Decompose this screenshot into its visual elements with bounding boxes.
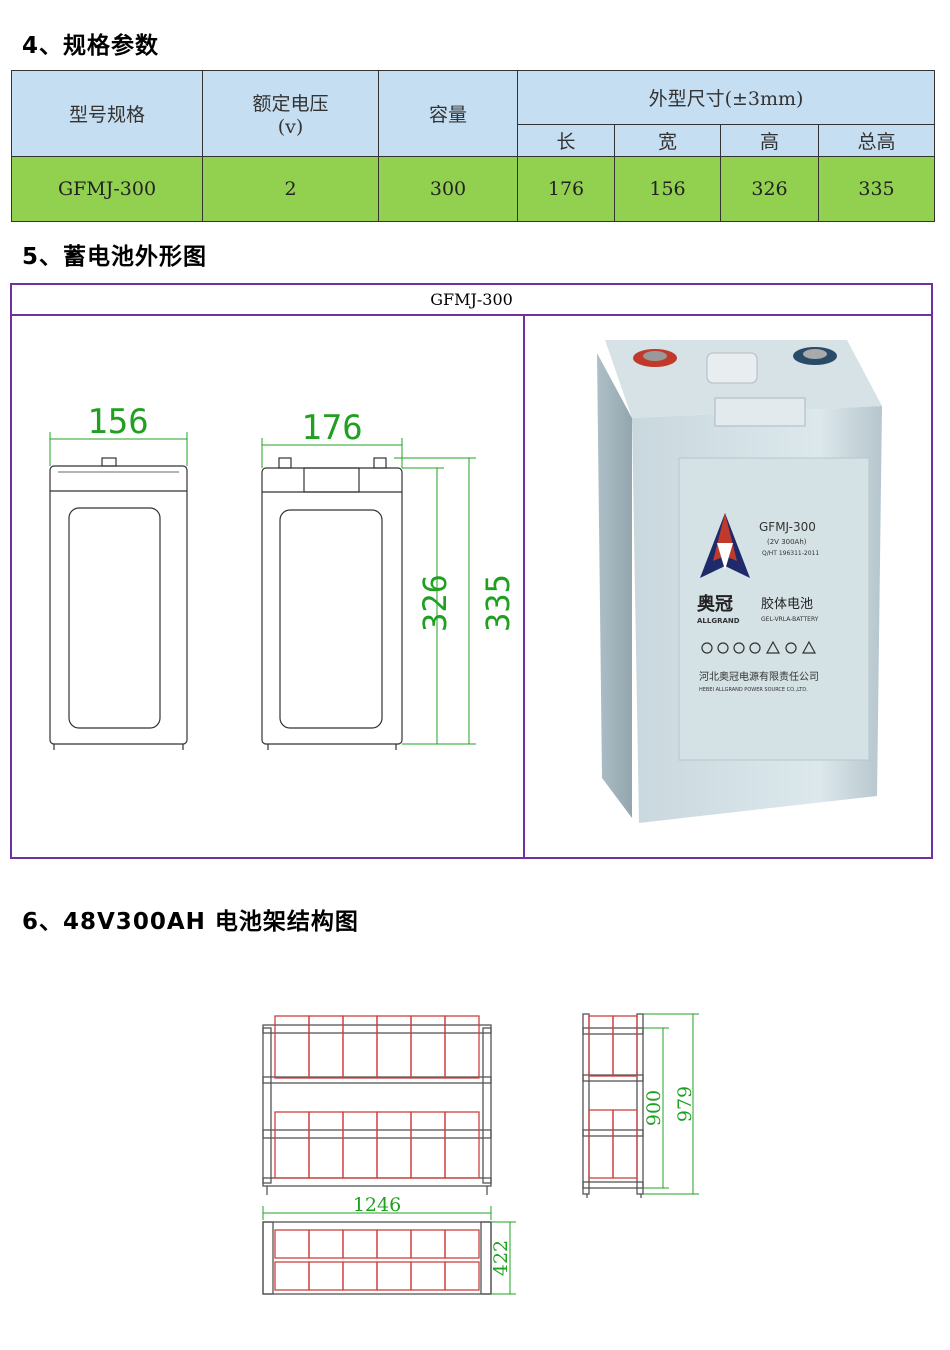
- rack-battery-cell-top: [308, 1229, 344, 1259]
- rack-battery-cell: [444, 1111, 480, 1179]
- outline-heading: 5、蓄电池外形图: [22, 244, 208, 270]
- rack-inner-height-label: 900: [643, 1090, 665, 1126]
- rack-battery-cell-top: [444, 1229, 480, 1259]
- cell-model: GFMJ-300: [11, 156, 203, 222]
- rack-dimension-lines: [262, 1013, 699, 1295]
- rack-length-label: 1246: [353, 1194, 401, 1216]
- rack-top-cells: [274, 1229, 480, 1291]
- rack-top-view: [262, 1221, 492, 1295]
- frame-divider: [523, 316, 525, 857]
- handle-recess: [714, 397, 806, 427]
- dim-height-label: 326: [416, 574, 454, 632]
- header-width: 宽: [614, 124, 721, 157]
- rack-side-cells: [588, 1015, 638, 1179]
- dim-length-label: 176: [301, 408, 362, 448]
- spec-table: 型号规格 额定电压 (v) 容量 外型尺寸(±3mm) 长 宽 高 总高 GFM…: [11, 70, 935, 222]
- dim-width-label: 156: [87, 402, 148, 442]
- header-voltage: 额定电压 (v): [202, 70, 379, 157]
- cell-length: 176: [517, 156, 615, 222]
- cell-total-height: 335: [818, 156, 935, 222]
- photo-brand-cn: 奥冠: [697, 593, 733, 615]
- photo-company-cn: 河北奥冠电源有限责任公司: [699, 670, 819, 683]
- rack-battery-cell-top: [410, 1261, 446, 1291]
- battery-photo: GFMJ-300 (2V 300Ah) Q/HT 196311-2011 奥冠 …: [597, 340, 882, 823]
- rack-total-height-label: 979: [674, 1086, 696, 1122]
- safety-symbols-icon: [701, 640, 817, 654]
- rack-battery-cell-top: [342, 1229, 378, 1259]
- header-voltage-label: 额定电压: [252, 93, 329, 115]
- header-total-height: 总高: [818, 124, 935, 157]
- rack-battery-cell-top: [274, 1229, 310, 1259]
- negative-terminal-bolt: [803, 349, 827, 359]
- rack-battery-cell: [274, 1111, 310, 1179]
- rack-diagram: 1246 900 979 422: [262, 1013, 699, 1295]
- rack-battery-cell-top: [410, 1229, 446, 1259]
- header-length: 长: [517, 124, 615, 157]
- table-row: GFMJ-300 2 300 176 156 326 335: [11, 156, 935, 222]
- rack-battery-cell-top: [274, 1261, 310, 1291]
- photo-standard: Q/HT 196311-2011: [762, 550, 819, 557]
- photo-model: GFMJ-300: [759, 520, 816, 534]
- header-capacity: 容量: [378, 70, 518, 157]
- header-dimensions: 外型尺寸(±3mm): [517, 70, 935, 125]
- rack-battery-cell-top: [342, 1261, 378, 1291]
- front-view: [261, 457, 403, 750]
- photo-product-cn: 胶体电池: [761, 596, 813, 612]
- rack-battery-cell: [410, 1111, 446, 1179]
- header-model: 型号规格: [11, 70, 203, 157]
- header-height: 高: [720, 124, 819, 157]
- rack-heading: 6、48V300AH 电池架结构图: [22, 909, 359, 935]
- header-voltage-unit: (v): [277, 116, 304, 138]
- cell-width: 156: [614, 156, 721, 222]
- rack-depth-label: 422: [490, 1240, 512, 1276]
- dimension-lines: [49, 432, 476, 745]
- photo-company-en: HEBEI ALLGRAND POWER SOURCE CO.,LTD.: [699, 687, 808, 693]
- rack-battery-cell: [342, 1111, 378, 1179]
- photo-rating: (2V 300Ah): [767, 538, 807, 546]
- side-view: [49, 457, 188, 750]
- spec-heading: 4、规格参数: [22, 33, 160, 59]
- photo-brand-en: ALLGRAND: [697, 617, 740, 625]
- rack-battery-cell-top: [444, 1261, 480, 1291]
- rack-battery-cell-top: [376, 1261, 412, 1291]
- rack-battery-cell: [308, 1111, 344, 1179]
- cell-capacity: 300: [378, 156, 518, 222]
- outline-title: GFMJ-300: [12, 285, 931, 316]
- rack-battery-cell-top: [308, 1261, 344, 1291]
- rack-battery-cell: [444, 1015, 480, 1079]
- rack-battery-cell: [376, 1111, 412, 1179]
- vent-cap: [706, 352, 758, 384]
- rack-battery-cell-top: [376, 1229, 412, 1259]
- label-panel: [678, 457, 870, 761]
- outline-drawing: 156 176 326 335: [49, 402, 517, 750]
- brand-logo-icon: [700, 513, 750, 578]
- battery-side: [597, 353, 632, 818]
- rack-side-view: [582, 1013, 644, 1198]
- photo-product-en: GEL-VRLA-BATTERY: [761, 616, 819, 623]
- dim-total-height-label: 335: [479, 574, 517, 632]
- positive-terminal-bolt: [643, 351, 667, 361]
- outline-frame: GFMJ-300: [10, 283, 933, 859]
- rack-front-cells: [274, 1015, 480, 1179]
- cell-voltage: 2: [202, 156, 379, 222]
- cell-height: 326: [720, 156, 819, 222]
